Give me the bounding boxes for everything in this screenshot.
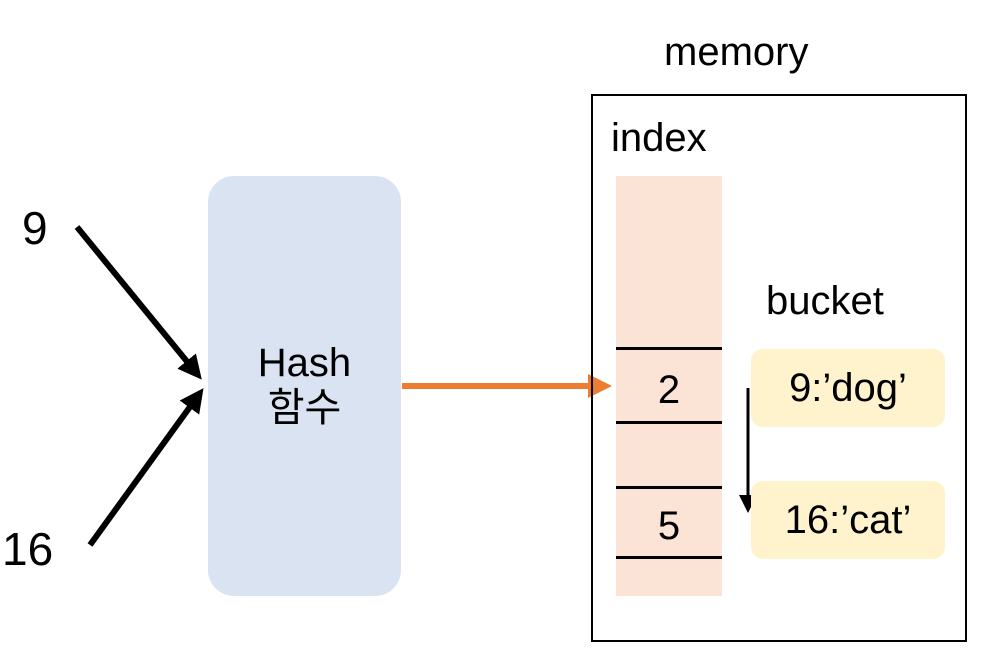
slot-divider (616, 421, 722, 424)
index-title: index (611, 116, 707, 160)
memory-title: memory (664, 30, 809, 74)
index-column (616, 176, 722, 596)
bucket-entry-dog: 9:’dog’ (751, 349, 945, 427)
input-key-16: 16 (2, 523, 54, 575)
slot-divider (616, 556, 722, 559)
memory-box (591, 94, 967, 642)
bucket-entry-cat: 16:’cat’ (751, 481, 945, 559)
hash-function-label: Hash (257, 341, 352, 386)
input-16-arrow (87, 388, 204, 547)
hash-function-label-korean: 함수 (267, 386, 342, 430)
bucket-title: bucket (766, 279, 884, 323)
input-9-arrow (74, 225, 202, 380)
index-slot-2: 2 (657, 368, 681, 412)
index-slot-5: 5 (657, 504, 681, 548)
slot-divider (616, 347, 722, 350)
hash-function-box: Hash 함수 (208, 176, 401, 596)
slot-divider (616, 486, 722, 489)
input-key-9: 9 (22, 202, 48, 254)
